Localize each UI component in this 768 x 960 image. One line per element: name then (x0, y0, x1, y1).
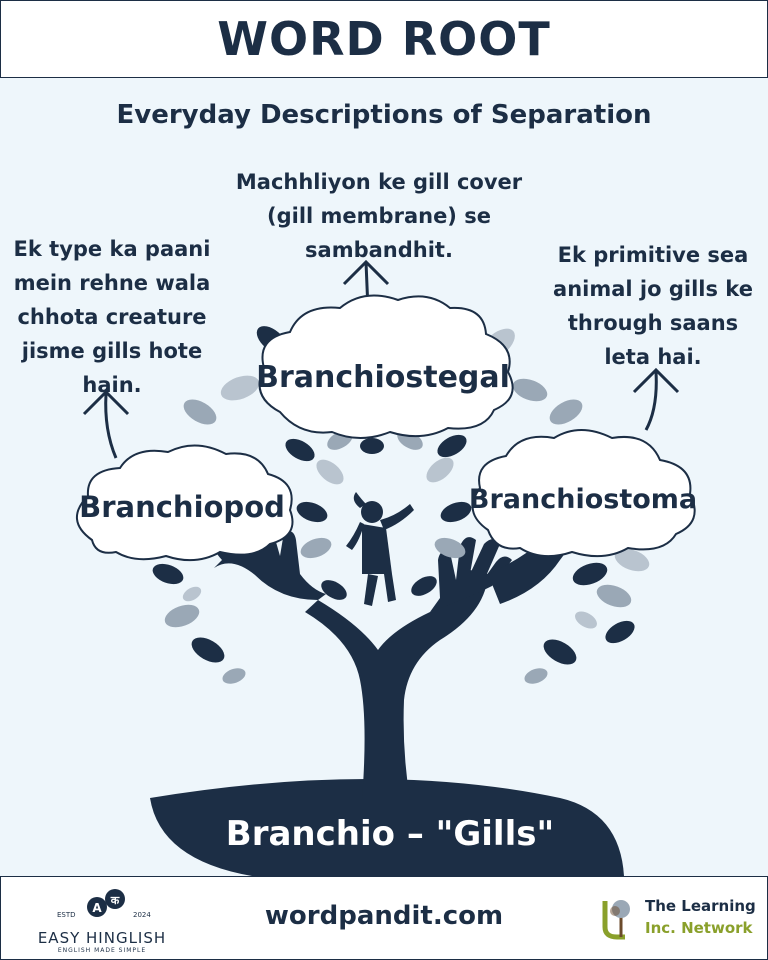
footer-bar: A क ESTD 2024 EASY HINGLISH ENGLISH MADE… (0, 876, 768, 960)
brand-right-line2: Inc. Network (645, 919, 753, 937)
cloud-center (258, 294, 514, 439)
estd-label: ESTD (57, 911, 76, 919)
cloud-left (76, 444, 294, 562)
leaves-decoration (152, 326, 650, 684)
description-center: Machhliyon ke gill cover (gill membrane)… (235, 170, 523, 262)
word-label-center: Branchiostegal (256, 360, 510, 395)
header-bar: WORD ROOT (0, 0, 768, 78)
word-label-left: Branchiopod (79, 490, 285, 524)
website-link[interactable]: wordpandit.com (264, 901, 504, 931)
ground-mound (150, 779, 624, 876)
description-right: Ek primitive sea animal jo gills ke thro… (553, 243, 753, 369)
arrow-left-icon (82, 389, 130, 459)
brand-right-line1: The Learning (645, 897, 756, 915)
learning-inc-logo: The Learning Inc. Network (597, 891, 767, 947)
word-label-right: Branchiostoma (468, 484, 698, 515)
estd-year: 2024 (133, 911, 151, 919)
cloud-right (471, 429, 696, 558)
subtitle: Everyday Descriptions of Separation (116, 100, 652, 130)
arrow-right-icon (632, 367, 680, 431)
brand-left-name: EASY HINGLISH (37, 929, 167, 947)
child-silhouette-icon (346, 492, 414, 606)
description-left: Ek type ka paani mein rehne wala chhota … (13, 237, 211, 397)
tree-trunk (305, 570, 488, 800)
brand-left-tagline: ENGLISH MADE SIMPLE (57, 947, 147, 954)
easy-hinglish-logo: A क ESTD 2024 EASY HINGLISH ENGLISH MADE… (23, 885, 183, 954)
root-label: Branchio – "Gills" (225, 814, 555, 854)
speech-bubble-icon: A क (87, 889, 125, 917)
tree-logo-icon (602, 900, 630, 940)
glyph-ka: क (110, 894, 120, 907)
glyph-a: A (92, 901, 102, 915)
page-title: WORD ROOT (217, 12, 551, 66)
